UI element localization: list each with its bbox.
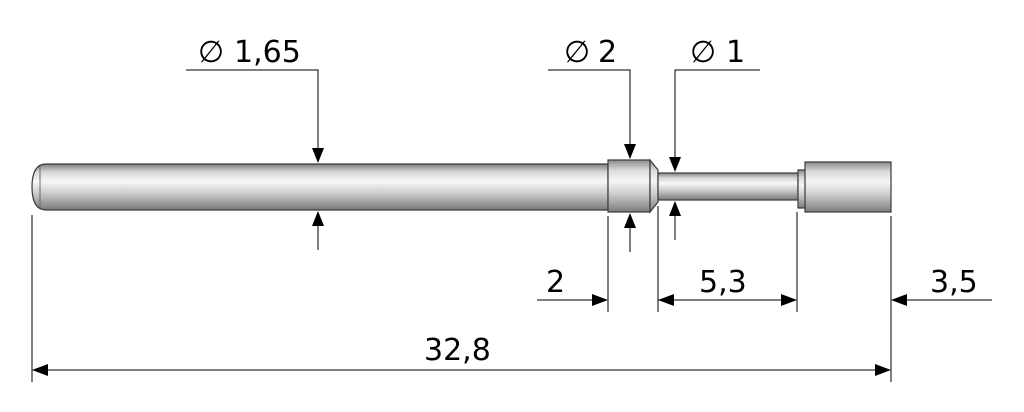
pin-collar-chamfer	[649, 158, 659, 214]
diam-collar-value: 2	[598, 35, 617, 70]
len-neck-value: 5,3	[699, 265, 747, 300]
len-collar-value: 2	[546, 265, 565, 300]
len-head-value: 3,5	[930, 265, 978, 300]
dim-length-neck: 5,3	[658, 265, 797, 306]
diam-neck-value: 1	[726, 35, 745, 70]
pin-shaft	[31, 163, 609, 211]
pin-part	[31, 158, 892, 214]
dim-length-collar: 2	[537, 265, 672, 306]
len-total-value: 32,8	[424, 333, 491, 368]
extension-lines	[31, 206, 892, 382]
dim-length-total: 32,8	[32, 333, 891, 376]
diam-neck-symbol: ∅	[690, 35, 716, 70]
pin-neck	[657, 172, 799, 201]
dim-diameter-shaft: ∅ 1,65	[186, 35, 324, 250]
pin-head	[804, 161, 892, 213]
dim-length-head: 3,5	[891, 265, 992, 306]
dim-diameter-neck: ∅ 1	[669, 35, 760, 240]
dim-diameter-collar: ∅ 2	[548, 35, 636, 252]
pin-collar	[607, 159, 651, 213]
diam-shaft-value: 1,65	[234, 35, 301, 70]
diam-collar-symbol: ∅	[564, 35, 590, 70]
diam-shaft-symbol: ∅	[198, 35, 224, 70]
